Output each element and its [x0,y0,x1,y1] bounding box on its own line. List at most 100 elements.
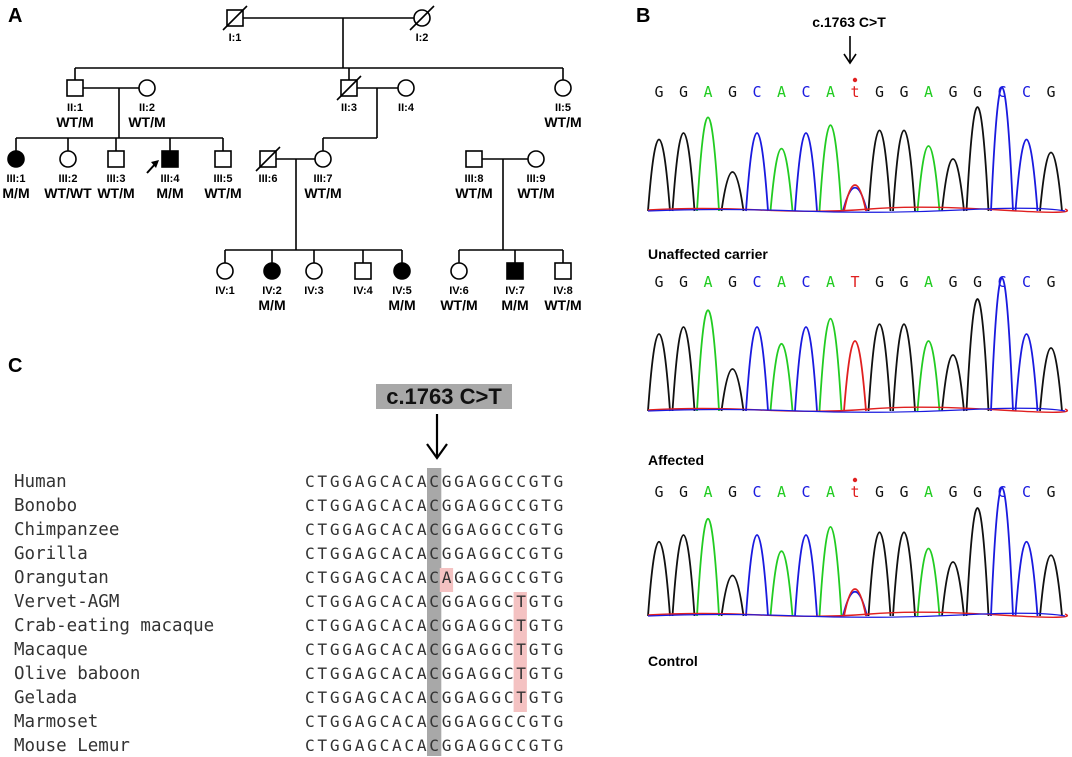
chromatogram-peak [794,534,818,617]
chromatogram-peak [990,277,1014,412]
substitution-highlight [513,592,527,616]
chromatogram-peak [671,534,696,617]
base-call: C [997,273,1006,291]
base-call: A [703,273,712,291]
species-name: Chimpanzee [14,520,119,540]
base-call: C [997,483,1006,501]
female-symbol [554,79,572,97]
chromatogram-peak [965,507,990,617]
individual-id: IV:4 [353,285,373,297]
species-name: Bonobo [14,496,77,516]
chromatogram-peak [696,309,720,412]
deceased-slash [409,5,435,31]
base-call: C [801,273,810,291]
chromatogram-baseline [647,407,1066,413]
deceased-slash [255,146,281,172]
individual-genotype: M/M [501,297,528,313]
base-call: A [924,483,933,501]
pedigree-individual: IV:6WT/M [440,262,478,313]
base-call: G [973,83,982,101]
pedigree-individual: IV:1 [215,262,235,297]
individual-id: III:3 [107,173,126,185]
base-call: G [654,273,663,291]
female-symbol [314,150,332,168]
chromatogram-peak [1014,541,1039,617]
chromatogram-peak [794,132,818,212]
individual-genotype: WT/M [128,114,165,130]
female-symbol [138,79,156,97]
female-symbol [7,150,25,168]
chromatogram-peak [916,547,941,617]
chromatogram-baseline [647,612,1066,618]
base-call: G [1046,273,1055,291]
species-name: Marmoset [14,712,98,732]
chromatogram-peak [720,574,745,617]
chromatogram-peak [843,340,867,412]
individual-id: II:5 [555,102,571,114]
base-call: G [899,83,908,101]
species-name: Gelada [14,688,77,708]
female-symbol [450,262,468,280]
chromatogram-peak [965,298,990,412]
base-call: G [875,83,884,101]
species-name: Gorilla [14,544,88,564]
species-sequence: CTGGAGCACACGGAGGCTGTG [305,664,563,683]
chromatogram-peak [1039,151,1063,212]
base-call: C [997,83,1006,101]
individual-genotype: M/M [258,297,285,313]
pedigree-individual: II:3 [336,75,362,114]
base-call: G [973,273,982,291]
species-sequence: CTGGAGCACACGGAGGCCGTG [305,520,563,539]
base-call: A [826,483,835,501]
female-symbol [393,262,411,280]
individual-genotype: WT/M [97,185,134,201]
chromatogram-peak [892,323,916,412]
base-call: C [752,273,761,291]
substitution-highlight [513,688,527,712]
substitution-highlight [439,568,454,592]
chromatogram-peak [696,518,720,617]
chromatogram-peak [1014,333,1039,412]
variant-marker-dot [852,77,858,83]
chromatogram-peak [647,333,671,412]
base-call: G [728,273,737,291]
chromatogram-peak [769,147,794,212]
individual-id: II:1 [67,102,83,114]
pedigree-individual: III:8WT/M [455,150,493,201]
species-name: Human [14,472,67,492]
individual-genotype: WT/WT [44,185,92,201]
species-sequence: CTGGAGCACACGGAGGCTGTG [305,616,563,635]
base-call: G [679,483,688,501]
substitution-highlight [513,640,527,664]
base-call: G [654,83,663,101]
chromatogram-peak [818,124,843,212]
species-sequence: CTGGAGCACACAGAGGCCGTG [305,568,563,587]
chromatogram-peak [990,86,1014,212]
male-symbol [66,79,84,97]
proband-arrowhead [151,160,159,168]
chromatogram-peak [892,531,916,617]
chromatogram-peak [647,138,671,212]
base-call: G [875,273,884,291]
chromatogram-peak [990,487,1014,617]
female-symbol [59,150,77,168]
alignment-variant-label: c.1763 C>T [386,384,502,409]
pedigree-individual: IV:8WT/M [544,262,582,313]
chromatogram-peak [1014,138,1039,212]
male-symbol [214,150,232,168]
deceased-slash [336,75,362,101]
male-symbol [465,150,483,168]
individual-genotype: WT/M [204,185,241,201]
pedigree-individual: I:2 [409,5,435,44]
individual-id: III:5 [214,173,233,185]
